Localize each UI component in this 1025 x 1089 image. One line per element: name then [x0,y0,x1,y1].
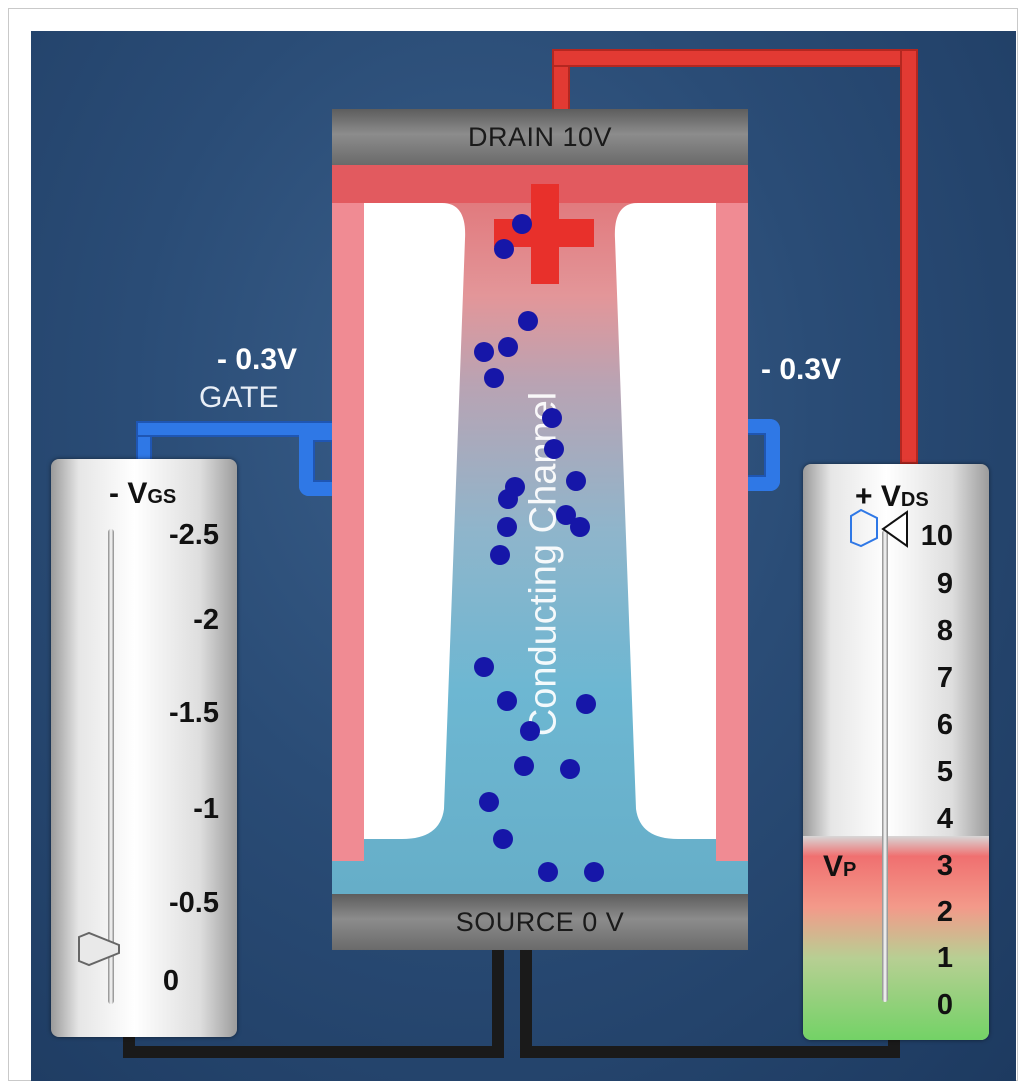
electron [484,368,504,388]
electron [576,694,596,714]
gate-clip-right [746,419,780,491]
vds-tick-label: 9 [936,568,953,600]
vds-slider-handle[interactable] [847,508,913,550]
gate-left-p-region [332,203,364,861]
electron [556,505,576,525]
electron [494,239,514,259]
jfet-animation: DRAIN 10V SOURCE 0 V Conducting Channel [31,31,1016,1081]
electrons [474,214,604,882]
gate-label: GATE [199,381,279,414]
figure-frame: DRAIN 10V SOURCE 0 V Conducting Channel [8,8,1018,1081]
pinch-off-band [803,836,989,1040]
vds-slider-panel: + VDS 10 9 8 7 6 5 4 3 2 1 0 VP [803,464,989,1040]
vds-slider-title: + VDS [855,480,929,513]
vgs-slider-handle[interactable] [77,931,121,967]
pinch-off-voltage-label: VP [823,850,857,883]
vds-tick-label: 4 [936,803,953,835]
ground-wire-right [520,1046,900,1058]
electron [514,756,534,776]
electron [498,337,518,357]
vds-tick-label: 6 [936,709,953,741]
electron [518,311,538,331]
gate-right-p-region [716,203,748,861]
vgs-slider-title: - VGS [109,477,177,510]
depletion-regions [332,184,748,861]
vds-tick-label: 1 [936,942,953,974]
vgs-tick-label: -1 [193,793,219,825]
vds-tick-label: 0 [936,989,953,1021]
vgs-tick-label: -2 [193,604,219,636]
vds-slider-track[interactable] [882,530,888,1002]
electron [493,829,513,849]
vds-tick-label: 7 [936,662,953,694]
depletion-region-right [614,203,716,839]
electron [570,517,590,537]
electron [566,471,586,491]
vgs-slider-panel: - VGS -2.5 -2 -1.5 -1 -0.5 0 [51,459,237,1037]
plus-vertical [531,184,559,284]
gate-voltage-left: - 0.3V [217,343,298,376]
vds-tick-label: 10 [920,520,953,552]
electron [474,342,494,362]
vgs-tick-label: -1.5 [169,697,219,729]
drain-wire-top [552,49,918,67]
source-wire-right-down [520,946,532,1058]
gate-wire-left-top [136,421,336,437]
electron [520,721,540,741]
vds-tick-label: 5 [936,756,953,788]
electron [538,862,558,882]
electron [498,489,518,509]
depletion-region-left [364,203,466,839]
electron [497,517,517,537]
electron [490,545,510,565]
electron [479,792,499,812]
ground-wire-left [123,1046,504,1058]
vgs-tick-label: -0.5 [169,887,219,919]
vds-tick-label: 8 [936,615,953,647]
vgs-tick-label: 0 [162,965,179,997]
vds-tick-label: 3 [936,850,953,882]
cursor-arrow-icon [881,510,908,548]
electron [544,439,564,459]
drain-wire-down [900,49,918,464]
gate-voltage-right: - 0.3V [761,353,842,386]
gate-clip-left [299,426,333,496]
vds-tick-label: 2 [936,896,953,928]
vgs-slider-track[interactable] [108,529,114,1004]
electron [512,214,532,234]
electron [560,759,580,779]
electron [584,862,604,882]
source-terminal: SOURCE 0 V [332,894,748,950]
electron [542,408,562,428]
jfet-device: DRAIN 10V SOURCE 0 V Conducting Channel [332,109,748,952]
drain-terminal: DRAIN 10V [332,109,748,165]
electron [497,691,517,711]
electron [474,657,494,677]
vgs-tick-label: -2.5 [169,519,219,551]
source-wire-left-down [492,946,504,1058]
